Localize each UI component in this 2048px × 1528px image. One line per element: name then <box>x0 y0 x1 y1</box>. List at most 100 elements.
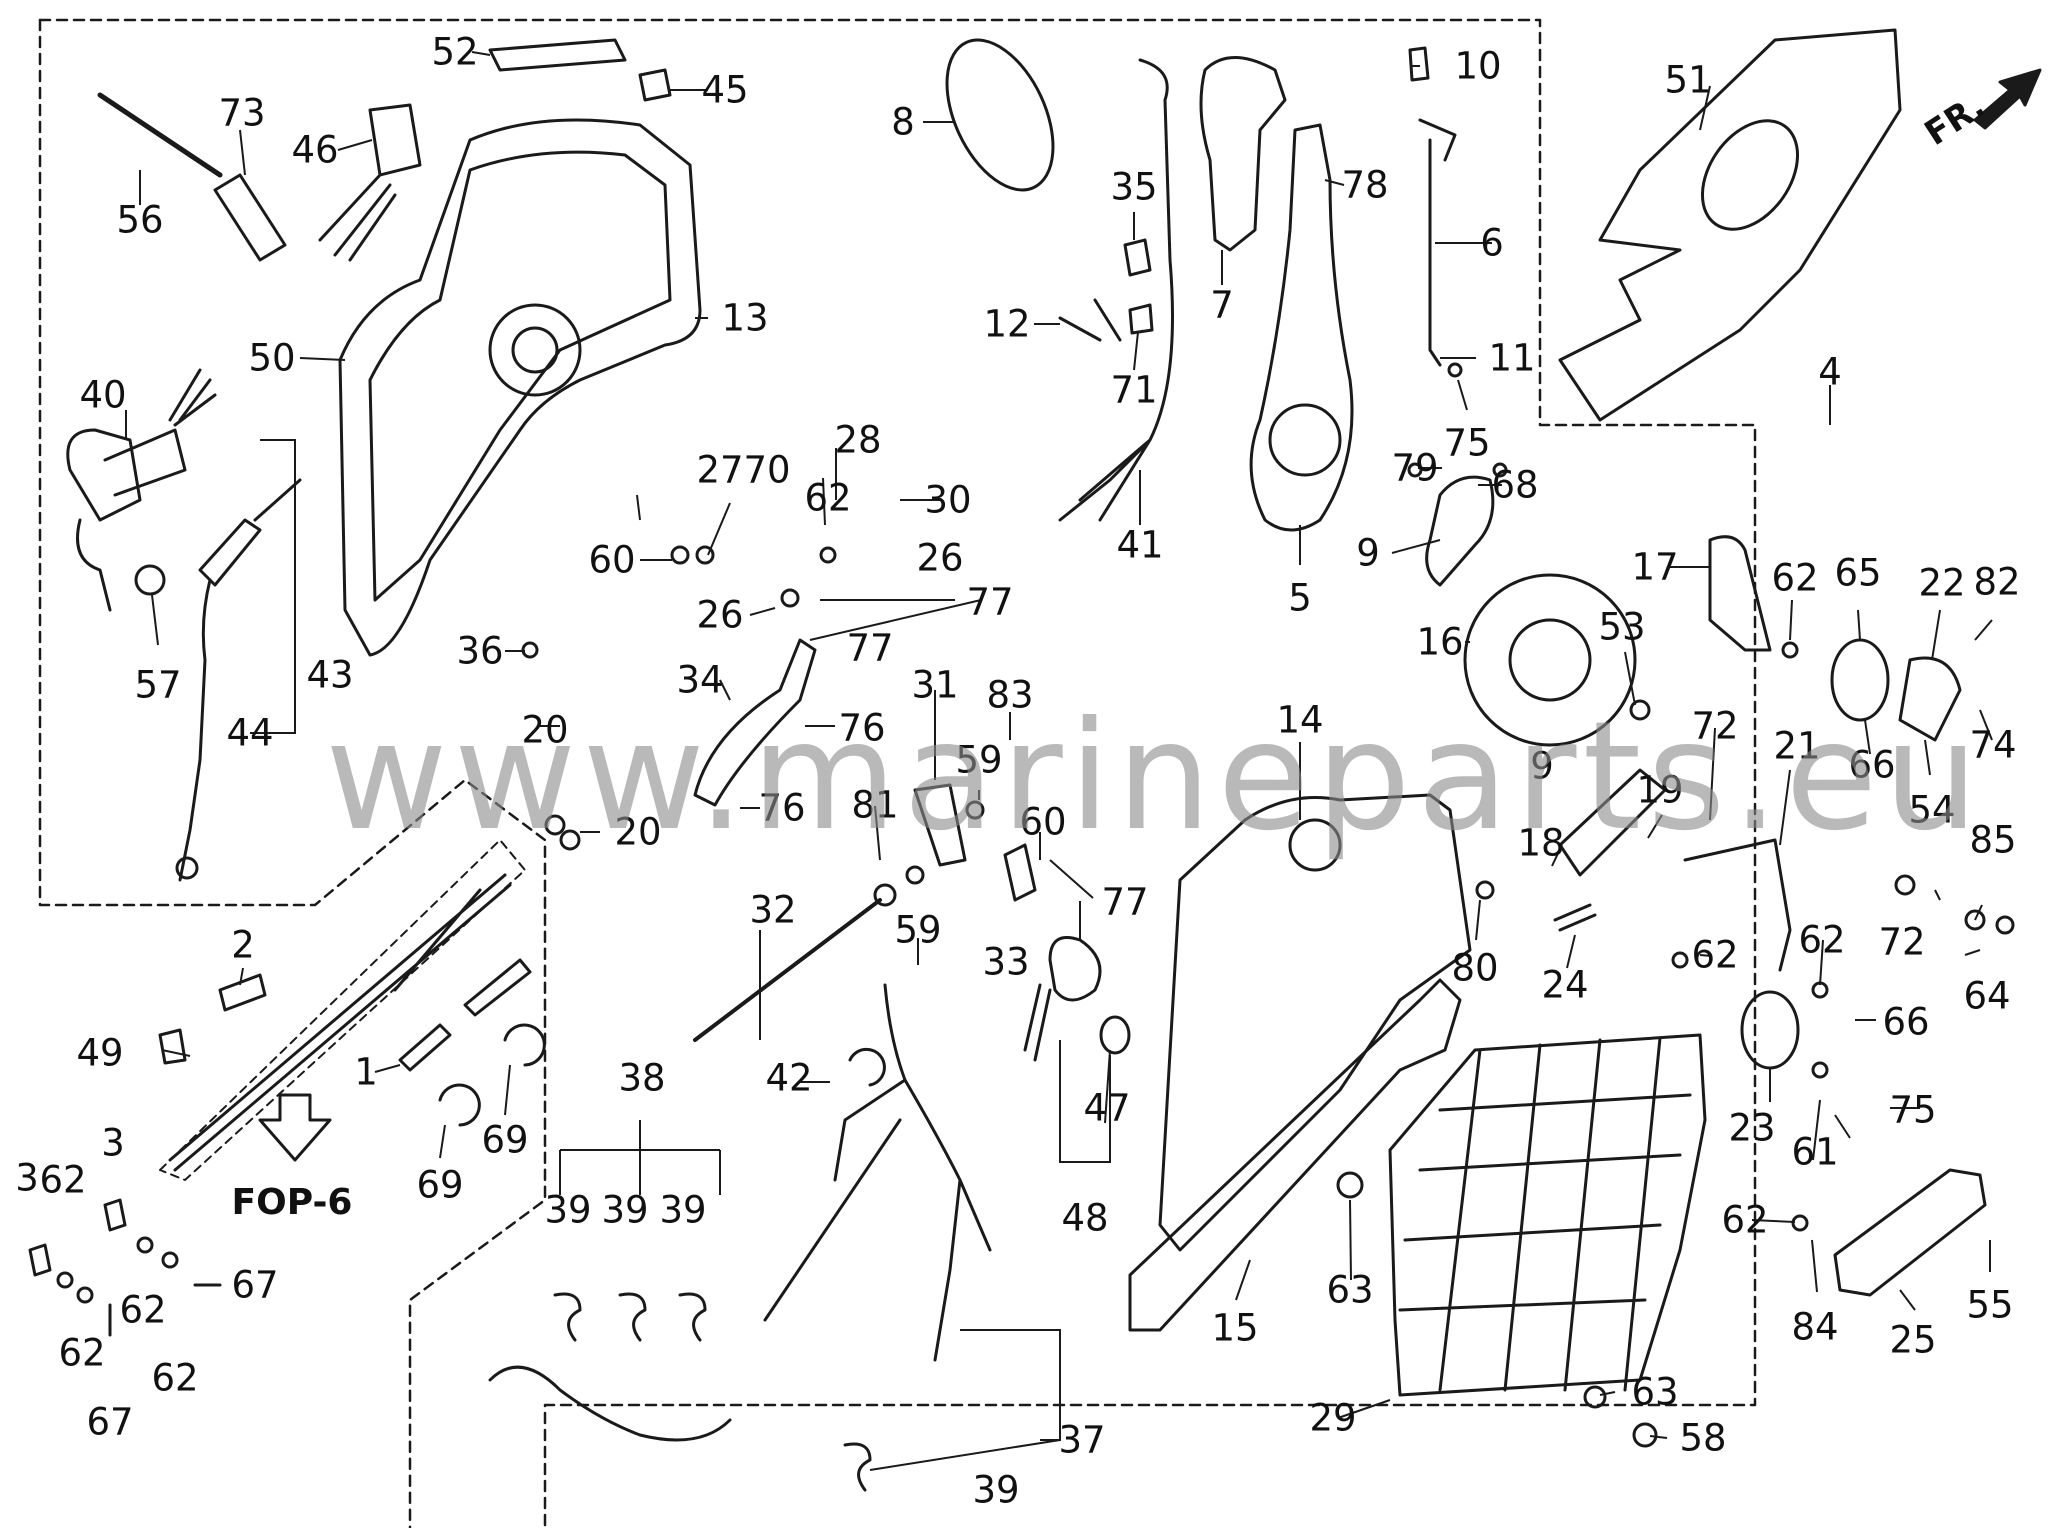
callout-13: 13 <box>721 296 769 340</box>
callout-57: 57 <box>134 663 182 707</box>
rod-6 <box>1418 118 1457 367</box>
group-boundary-left <box>38 18 547 1528</box>
callout-78: 78 <box>1341 163 1389 207</box>
harness-37 <box>763 983 992 1362</box>
lanyard-44 <box>178 578 212 882</box>
callout-29: 29 <box>1309 1396 1357 1440</box>
tube-1 <box>398 958 532 1072</box>
callout-65: 65 <box>1834 551 1882 595</box>
callout-61: 61 <box>1791 1130 1839 1174</box>
callout-51: 51 <box>1664 58 1712 102</box>
callout-62-left-lower: 62 <box>151 1356 199 1400</box>
callout-54: 54 <box>1908 788 1956 832</box>
callout-21: 21 <box>1773 724 1821 768</box>
knob-47 <box>1099 1015 1131 1055</box>
callout-1: 1 <box>354 1050 378 1094</box>
lever-arm-5 <box>1249 123 1354 532</box>
cover-plate-51 <box>1558 28 1902 422</box>
callout-8: 8 <box>891 100 915 144</box>
washer-62c <box>136 1236 154 1254</box>
side-panel-14 <box>1158 793 1472 1252</box>
callout-31: 31 <box>911 663 959 707</box>
callout-55: 55 <box>1966 1283 2014 1327</box>
callout-27: 27 <box>696 448 744 492</box>
harness-41 <box>1058 58 1174 522</box>
callout-26-left: 26 <box>696 593 744 637</box>
watermark-text: www.marineparts.eu <box>325 690 1985 864</box>
cable-assembly <box>168 873 512 1172</box>
spring-24 <box>1553 903 1597 932</box>
callout-64: 64 <box>1963 974 2011 1018</box>
callout-66-lower: 66 <box>1882 1000 1930 1044</box>
callout-20-upper: 20 <box>521 708 569 752</box>
callout-77-upper: 77 <box>966 580 1014 624</box>
callout-58: 58 <box>1679 1416 1727 1460</box>
switch-35 <box>1123 238 1152 277</box>
clip-39d <box>843 1442 872 1492</box>
callout-40: 40 <box>79 373 127 417</box>
callout-81: 81 <box>851 783 899 827</box>
callout-2: 2 <box>231 923 255 967</box>
callout-28: 28 <box>834 418 882 462</box>
callout-59-lower: 59 <box>894 908 942 952</box>
washer-63a <box>1336 1171 1364 1199</box>
callout-84: 84 <box>1791 1305 1839 1349</box>
callout-53: 53 <box>1598 605 1646 649</box>
pin-32 <box>693 898 882 1042</box>
callout-69-right: 69 <box>481 1118 529 1162</box>
trim-plate-52 <box>488 38 627 72</box>
clamp-69b <box>503 1023 546 1067</box>
callout-3-left: 3 <box>15 1156 39 1200</box>
callout-56: 56 <box>116 198 164 242</box>
bolt-56 <box>97 92 223 178</box>
callout-77-lower: 77 <box>1101 880 1149 924</box>
callout-62-right-top: 62 <box>1771 556 1819 600</box>
clip-45 <box>638 68 672 102</box>
ignition-switch-40 <box>66 428 187 612</box>
callout-72-upper: 72 <box>1691 704 1739 748</box>
callout-85: 85 <box>1969 818 2017 862</box>
unit-23 <box>1740 990 1800 1070</box>
callout-32: 32 <box>749 888 797 932</box>
callout-48: 48 <box>1061 1196 1109 1240</box>
ring-8 <box>945 38 1055 192</box>
callout-14: 14 <box>1276 698 1324 742</box>
grip-7 <box>1199 56 1287 252</box>
callout-62-left-top: 62 <box>39 1158 87 1202</box>
lever-hub <box>1268 403 1342 477</box>
callout-62-right-lower: 62 <box>1798 918 1846 962</box>
clamp-42 <box>848 1047 886 1087</box>
switch-46 <box>318 103 422 262</box>
callout-33: 33 <box>982 940 1030 984</box>
callout-62-left-bottom: 62 <box>58 1331 106 1375</box>
clip-71 <box>1128 303 1154 335</box>
fop-arrow <box>258 1093 332 1162</box>
washer-62b <box>56 1271 74 1289</box>
clamp-69a <box>438 1083 481 1127</box>
callout-19: 19 <box>1636 768 1684 812</box>
housing-gear <box>488 303 582 397</box>
callout-5: 5 <box>1288 576 1312 620</box>
callout-62-middle: 62 <box>804 476 852 520</box>
nut-57 <box>134 564 166 596</box>
sleeve-73 <box>213 173 287 262</box>
callout-73: 73 <box>218 91 266 135</box>
callout-49: 49 <box>76 1031 124 1075</box>
grille-29 <box>1388 1033 1707 1397</box>
lanyard-43 <box>198 478 302 587</box>
housing-13-50 <box>338 118 702 657</box>
cap-49 <box>158 1028 187 1065</box>
callout-83: 83 <box>986 673 1034 717</box>
callout-47: 47 <box>1083 1086 1131 1130</box>
callout-63-upper: 63 <box>1326 1268 1374 1312</box>
callout-12: 12 <box>983 302 1031 346</box>
washer-62d <box>76 1286 94 1304</box>
callout-68: 68 <box>1491 463 1539 507</box>
callout-75-lower: 75 <box>1889 1088 1937 1132</box>
callout-10: 10 <box>1454 44 1502 88</box>
lever-34 <box>693 638 817 807</box>
callout-3-right: 3 <box>101 1121 125 1165</box>
reference-label: FOP-6 <box>231 1182 353 1223</box>
front-arrow <box>1973 68 2042 130</box>
